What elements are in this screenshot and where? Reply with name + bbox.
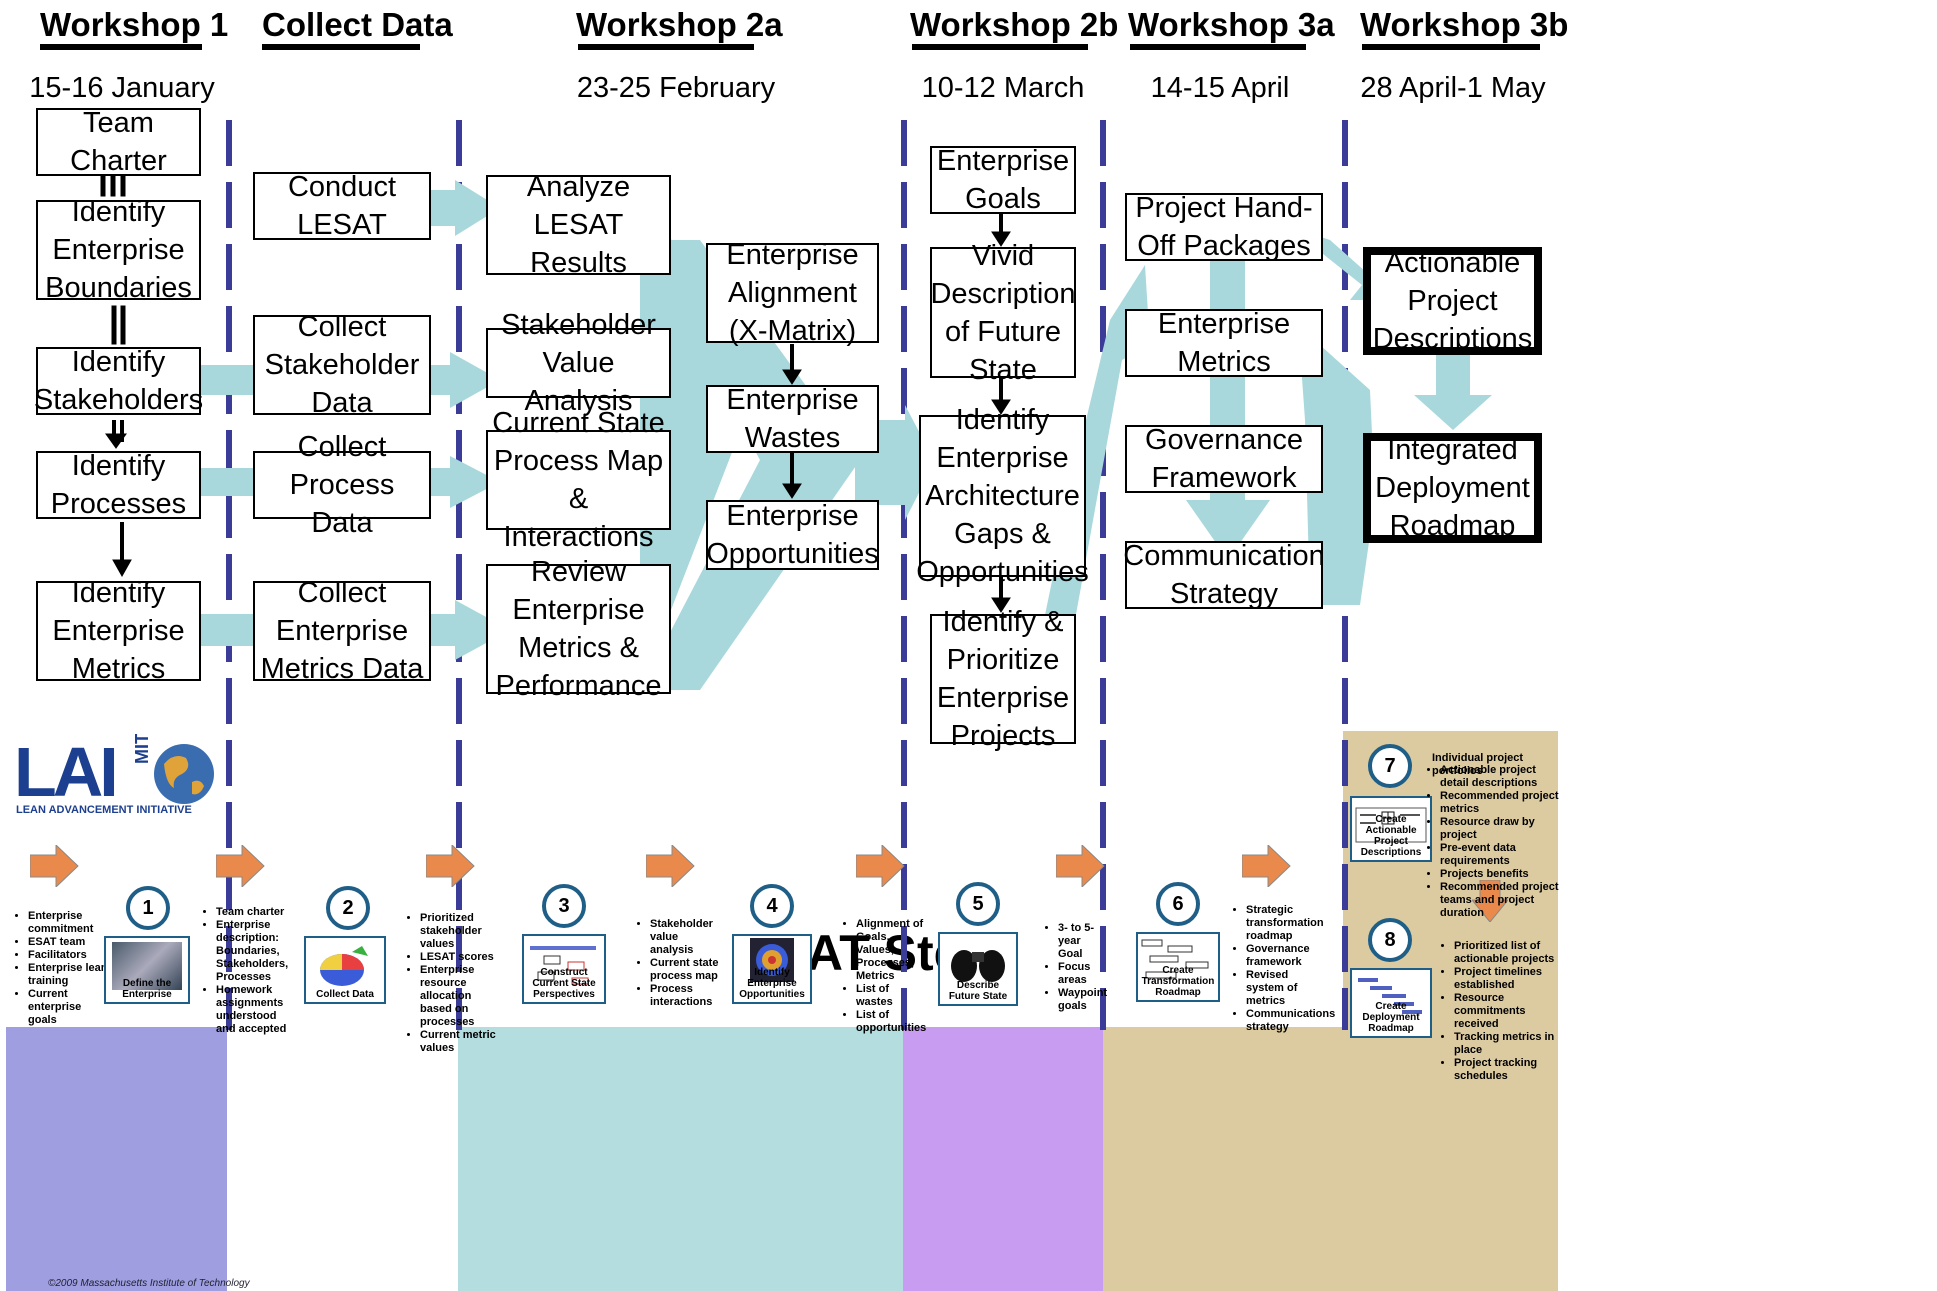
header-underline <box>1362 44 1540 50</box>
date-workshop-2a: 23-25 February <box>576 72 776 104</box>
svg-text:MIT: MIT <box>132 734 152 764</box>
step-6-thumbnail: Create Transformation Roadmap <box>1136 932 1220 1002</box>
box-identify-stakeholders: Identify Stakeholders <box>33 346 204 416</box>
box-actionable-project-descriptions: Actionable Project Descriptions <box>1363 247 1542 355</box>
header-underline <box>912 44 1088 50</box>
box-stakeholder-value-analysis: Stakeholder Value Analysis <box>486 309 671 417</box>
date-workshop-2b: 10-12 March <box>921 72 1085 104</box>
box-collect-stakeholder-data: Collect Stakeholder Data <box>253 311 431 419</box>
header-workshop-1: Workshop 1 <box>40 6 229 43</box>
step-4-thumbnail: Identify Enterprise Opportunities <box>732 934 812 1004</box>
phase-divider <box>226 120 232 1030</box>
step-7-thumbnail: Create Actionable Project Descriptions <box>1350 796 1432 862</box>
box-vivid-description: Vivid Description of Future State <box>930 239 1076 386</box>
orange-arrow-icon <box>646 845 695 887</box>
step-3-number: 3 <box>542 884 586 928</box>
header-workshop-3a: Workshop 3a <box>1128 6 1335 43</box>
box-conduct-lesat: Conduct LESAT <box>253 171 431 241</box>
header-underline <box>1130 44 1306 50</box>
target-icon <box>750 938 794 982</box>
binoculars-icon <box>951 950 1005 982</box>
step-5-thumbnail: Describe Future State <box>938 932 1018 1006</box>
project-form-icon <box>1355 807 1427 843</box>
box-enterprise-opportunities: Enterprise Opportunities <box>706 500 879 570</box>
header-workshop-2b: Workshop 2b <box>910 6 1119 43</box>
gantt-chart-icon <box>1358 978 1422 1014</box>
box-enterprise-wastes: Enterprise Wastes <box>706 384 879 454</box>
box-review-enterprise-metrics: Review Enterprise Metrics & Performance <box>486 556 671 702</box>
date-workshop-3a: 14-15 April <box>1150 72 1290 104</box>
box-collect-enterprise-metrics-data: Collect Enterprise Metrics Data <box>253 577 431 685</box>
step-8-thumbnail: Create Deployment Roadmap <box>1350 968 1432 1038</box>
orange-down-arrow-icon <box>1472 880 1508 922</box>
phase-divider <box>901 120 907 1030</box>
date-workshop-1: 15-16 January <box>29 72 215 104</box>
step-2-thumbnail: Collect Data <box>304 936 386 1004</box>
step-2-bullets: Team charterEnterprise description: Boun… <box>206 906 298 1036</box>
box-communication-strategy: Communication Strategy <box>1123 540 1325 610</box>
phase-divider <box>456 120 462 1030</box>
step-4-number: 4 <box>750 884 794 928</box>
step-7-number: 7 <box>1368 744 1412 788</box>
step-3-bullets: Prioritized stakeholder valuesLESAT scor… <box>410 912 502 1055</box>
box-team-charter: Team Charter <box>36 107 201 177</box>
step-7-bullets: Strategic transformation roadmapGovernan… <box>1236 904 1335 1034</box>
box-identify-enterprise-metrics: Identify Enterprise Metrics <box>36 577 201 685</box>
header-workshop-3b: Workshop 3b <box>1360 6 1569 43</box>
header-collect-data: Collect Data <box>262 6 453 43</box>
header-underline <box>578 44 754 50</box>
box-integrated-deployment-roadmap: Integrated Deployment Roadmap <box>1363 433 1542 543</box>
step-7-heading: Individual project portfolios <box>1432 752 1524 777</box>
orange-arrow-icon <box>856 845 905 887</box>
box-identify-processes: Identify Processes <box>36 450 201 520</box>
header-underline <box>40 44 202 50</box>
box-analyze-lesat-results: Analyze LESAT Results <box>486 171 671 279</box>
step-3-thumbnail: Construct Current State Perspectives <box>522 934 606 1004</box>
step-8-deliverables: Actionable project detail descriptionsRe… <box>1430 764 1560 920</box>
orange-arrow-icon <box>216 845 265 887</box>
band-step-3-4 <box>458 1027 903 1291</box>
pie-chart-icon <box>320 946 368 986</box>
box-enterprise-goals: Enterprise Goals <box>930 145 1076 215</box>
roadmap-icon <box>1141 939 1209 979</box>
phase-divider <box>1100 120 1106 1030</box>
box-identify-enterprise-boundaries: Identify Enterprise Boundaries <box>36 196 201 304</box>
box-architecture-gaps: Identify Enterprise Architecture Gaps & … <box>916 404 1089 588</box>
box-collect-process-data: Collect Process Data <box>253 431 431 539</box>
step-5-number: 5 <box>956 882 1000 926</box>
process-map-icon <box>530 946 596 985</box>
step-8-bullets: Prioritized list of actionable projectsP… <box>1444 940 1560 1083</box>
step-6-bullets: 3- to 5-year GoalFocus areasWaypoint goa… <box>1048 922 1108 1013</box>
box-project-handoff-packages: Project Hand- Off Packages <box>1125 192 1323 262</box>
step-8-number: 8 <box>1368 918 1412 962</box>
header-underline <box>262 44 420 50</box>
box-current-state-process-map: Current State Process Map & Interactions <box>486 407 671 553</box>
step-2-number: 2 <box>326 886 370 930</box>
lai-logo: LAI MIT LEAN ADVANCEMENT INITIATIVE <box>14 733 214 816</box>
orange-arrow-icon <box>426 845 475 887</box>
box-enterprise-alignment: Enterprise Alignment (X-Matrix) <box>706 239 879 347</box>
orange-arrow-icon <box>30 845 79 887</box>
step-6-number: 6 <box>1156 882 1200 926</box>
box-prioritize-projects: Identify & Prioritize Enterprise Project… <box>930 606 1076 752</box>
step-1-bullets: Enterprise commitmentESAT teamFacilitato… <box>18 910 108 1027</box>
orange-arrow-icon <box>1056 845 1105 887</box>
band-step-5 <box>903 1027 1103 1291</box>
step-5-bullets: Alignment of Goals, Values, Processes, M… <box>846 918 926 1035</box>
step-1-thumbnail: Define the Enterprise <box>104 936 190 1004</box>
step-1-number: 1 <box>126 886 170 930</box>
header-workshop-2a: Workshop 2a <box>576 6 783 43</box>
box-governance-framework: Governance Framework <box>1125 424 1323 494</box>
date-workshop-3b: 28 April-1 May <box>1360 72 1546 104</box>
band-step-1 <box>6 1027 227 1291</box>
orange-arrow-icon <box>1242 845 1291 887</box>
copyright: ©2009 Massachusetts Institute of Technol… <box>48 1278 250 1289</box>
box-enterprise-metrics: Enterprise Metrics <box>1125 308 1323 378</box>
step-4-bullets: Stakeholder value analysisCurrent state … <box>640 918 720 1009</box>
band-step-6-8 <box>1103 1027 1558 1291</box>
svg-text:LAI: LAI <box>14 734 115 811</box>
svg-text:LEAN ADVANCEMENT INITIATIVE: LEAN ADVANCEMENT INITIATIVE <box>16 804 192 816</box>
